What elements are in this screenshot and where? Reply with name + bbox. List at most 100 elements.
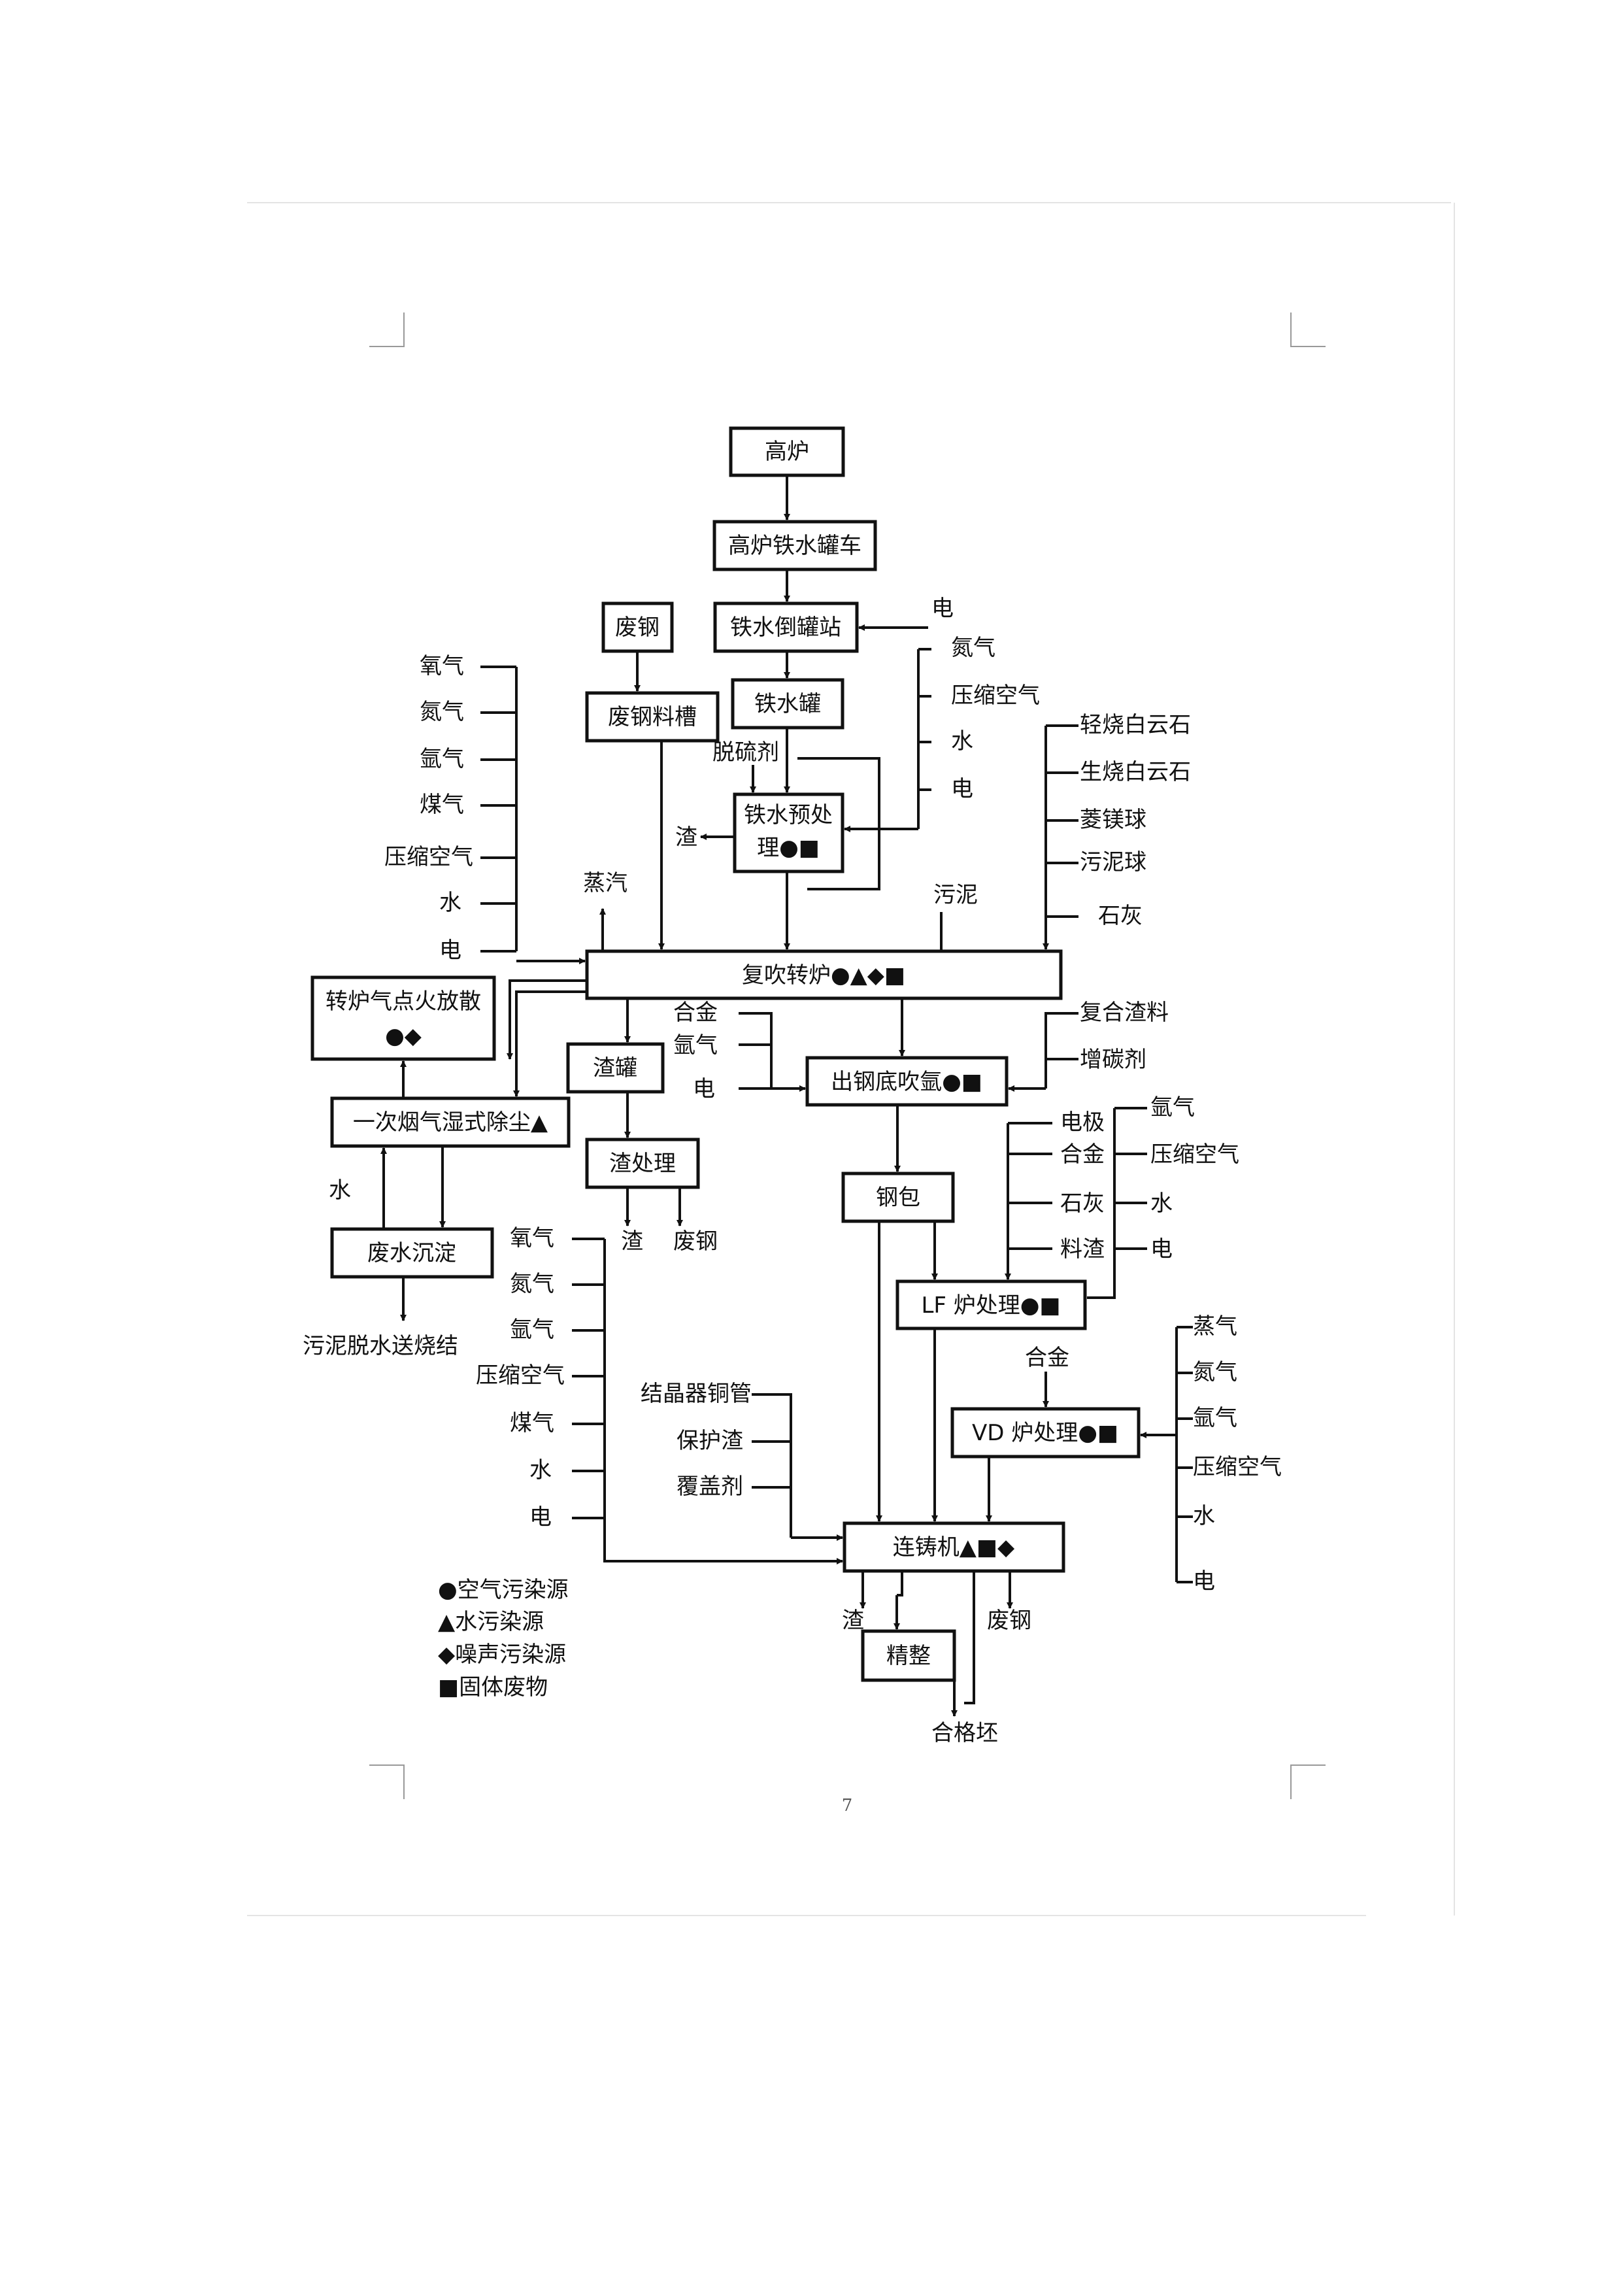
page-frame <box>247 202 1455 1916</box>
label-feigang-out: 废钢 <box>673 1228 718 1255</box>
page-number: 7 <box>842 1796 853 1815</box>
label-cast-gas-6: 电 <box>529 1504 552 1530</box>
bracket-tap-right <box>1044 1012 1078 1089</box>
box-dianhuo <box>310 975 496 1061</box>
label-conv-in-6: 电 <box>439 937 461 964</box>
label-flux-4: 石灰 <box>1098 903 1143 929</box>
label-flux-1: 生烧白云石 <box>1080 759 1191 785</box>
label-vd-in-4: 水 <box>1193 1503 1215 1529</box>
box-yuchuli <box>733 792 844 873</box>
label-feishui-chendian: 废水沉淀 <box>367 1240 456 1266</box>
label-flux-3: 污泥球 <box>1080 849 1146 875</box>
label-tap-in-2: 电 <box>693 1076 715 1102</box>
label-daoguan: 铁水倒罐站 <box>730 615 841 641</box>
label-lf-b-1: 压缩空气 <box>1150 1141 1239 1168</box>
label-vd-in-0: 蒸气 <box>1193 1313 1237 1340</box>
box-lf <box>895 1279 1087 1330</box>
label-lf-a-0: 电极 <box>1060 1109 1105 1136</box>
label-conv-in-4: 压缩空气 <box>384 844 473 870</box>
bracket-lf-b <box>1087 1108 1116 1299</box>
label-lianzhu: 连铸机▲■◆ <box>893 1534 1015 1561</box>
label-feigang-liaocao: 废钢料槽 <box>608 704 697 730</box>
label-lf-b-0: 氩气 <box>1150 1094 1195 1121</box>
box-fuchui-zhuanlu <box>585 949 1063 1000</box>
label-yuchuli-2: 理●■ <box>757 835 820 861</box>
label-feigang: 废钢 <box>615 615 660 641</box>
box-zhaguan <box>566 1042 665 1094</box>
bracket-caster-gas <box>603 1239 843 1564</box>
box-lianzhu <box>843 1521 1065 1573</box>
box-ganbao <box>841 1172 955 1223</box>
label-ganbao: 钢包 <box>876 1185 920 1211</box>
box-vd <box>950 1407 1141 1459</box>
label-shui-left: 水 <box>329 1177 351 1204</box>
label-cast-gas-0: 氧气 <box>510 1225 554 1251</box>
label-pre-in-3: 电 <box>951 776 973 802</box>
label-conv-in-2: 氩气 <box>420 746 464 772</box>
label-yuchuli-1: 铁水预处 <box>744 802 833 828</box>
box-yanqi-chuchen <box>330 1096 571 1148</box>
label-cast-gas-2: 氩气 <box>510 1317 554 1343</box>
label-chugang: 出钢底吹氩●■ <box>831 1069 982 1095</box>
legend-solid: ■固体废物 <box>438 1674 548 1700</box>
label-gaolu: 高炉 <box>765 439 809 465</box>
label-fuchui-zhuanlu: 复吹转炉●▲◆■ <box>742 962 905 988</box>
label-vd: VD 炉处理●■ <box>972 1420 1118 1446</box>
label-wuni: 污泥 <box>933 882 978 908</box>
label-vd-in-5: 电 <box>1193 1568 1215 1595</box>
label-cast-mat-2: 覆盖剂 <box>677 1474 743 1500</box>
label-cast-gas-3: 压缩空气 <box>476 1362 565 1389</box>
legend-noise: ◆噪声污染源 <box>438 1642 566 1668</box>
label-lf: LF 炉处理●■ <box>921 1292 1060 1319</box>
label-jingzheng: 精整 <box>886 1643 931 1669</box>
label-zha-out: 渣 <box>621 1228 643 1255</box>
legend-air: ●空气污染源 <box>438 1577 569 1603</box>
label-lf-a-1: 合金 <box>1060 1141 1105 1168</box>
label-vd-in-2: 氩气 <box>1193 1405 1237 1431</box>
line-lianzhu-jingzheng <box>897 1571 903 1596</box>
label-tieshui-guanche: 高炉铁水罐车 <box>728 533 861 559</box>
bypass-loop <box>797 757 880 890</box>
label-tieshui-guan: 铁水罐 <box>754 691 821 717</box>
label-zha-pre: 渣 <box>675 824 697 851</box>
label-lf-b-3: 电 <box>1150 1236 1173 1262</box>
legend-water: ▲水污染源 <box>438 1609 544 1635</box>
box-tieshui-guanche <box>712 520 877 571</box>
box-feigang-liaocao <box>585 691 720 743</box>
label-tap-right-0: 复合渣料 <box>1080 1000 1169 1026</box>
legend: ●空气污染源 ▲水污染源 ◆噪声污染源 ■固体废物 <box>438 1577 569 1700</box>
box-jingzheng <box>861 1629 956 1682</box>
label-vd-in-3: 压缩空气 <box>1193 1454 1282 1480</box>
label-cast-gas-1: 氮气 <box>510 1271 554 1297</box>
label-cast-gas-4: 煤气 <box>510 1410 554 1436</box>
bracket-caster-mat <box>752 1393 792 1538</box>
line-lianzhu-hegepi <box>964 1571 975 1704</box>
label-lf-b-2: 水 <box>1150 1190 1173 1217</box>
label-tuoliuji: 脱硫剂 <box>712 739 779 766</box>
arrow-gas-dianhuo <box>507 979 587 1060</box>
label-tap-in-0: 合金 <box>673 1000 718 1026</box>
label-lf-a-3: 料渣 <box>1060 1236 1105 1262</box>
label-tap-right-1: 增碳剂 <box>1080 1047 1146 1073</box>
label-pre-in-2: 水 <box>951 728 973 754</box>
box-feishui-chendian <box>330 1227 494 1279</box>
label-cast-mat-1: 保护渣 <box>677 1428 743 1454</box>
label-flux-2: 菱镁球 <box>1080 807 1146 833</box>
label-conv-in-1: 氮气 <box>420 699 464 725</box>
label-pre-in-0: 氮气 <box>951 635 995 661</box>
label-zhachuli: 渣处理 <box>609 1151 676 1177</box>
arrow-zhuanlu-chuchen <box>513 990 587 1097</box>
label-pre-in-1: 压缩空气 <box>951 683 1040 709</box>
label-zhengqi: 蒸汽 <box>583 870 627 896</box>
label-dianhuo-2: ●◆ <box>385 1023 422 1049</box>
label-cast-gas-5: 水 <box>529 1457 552 1483</box>
box-chugang <box>805 1056 1009 1107</box>
label-vd-in-1: 氮气 <box>1193 1359 1237 1385</box>
box-zhachuli <box>585 1138 700 1189</box>
label-yanqi-chuchen: 一次烟气湿式除尘▲ <box>353 1109 548 1136</box>
label-conv-in-0: 氧气 <box>420 653 464 679</box>
label-hejin-vd: 合金 <box>1025 1345 1069 1371</box>
label-dianhuo-1: 转炉气点火放散 <box>326 988 481 1015</box>
